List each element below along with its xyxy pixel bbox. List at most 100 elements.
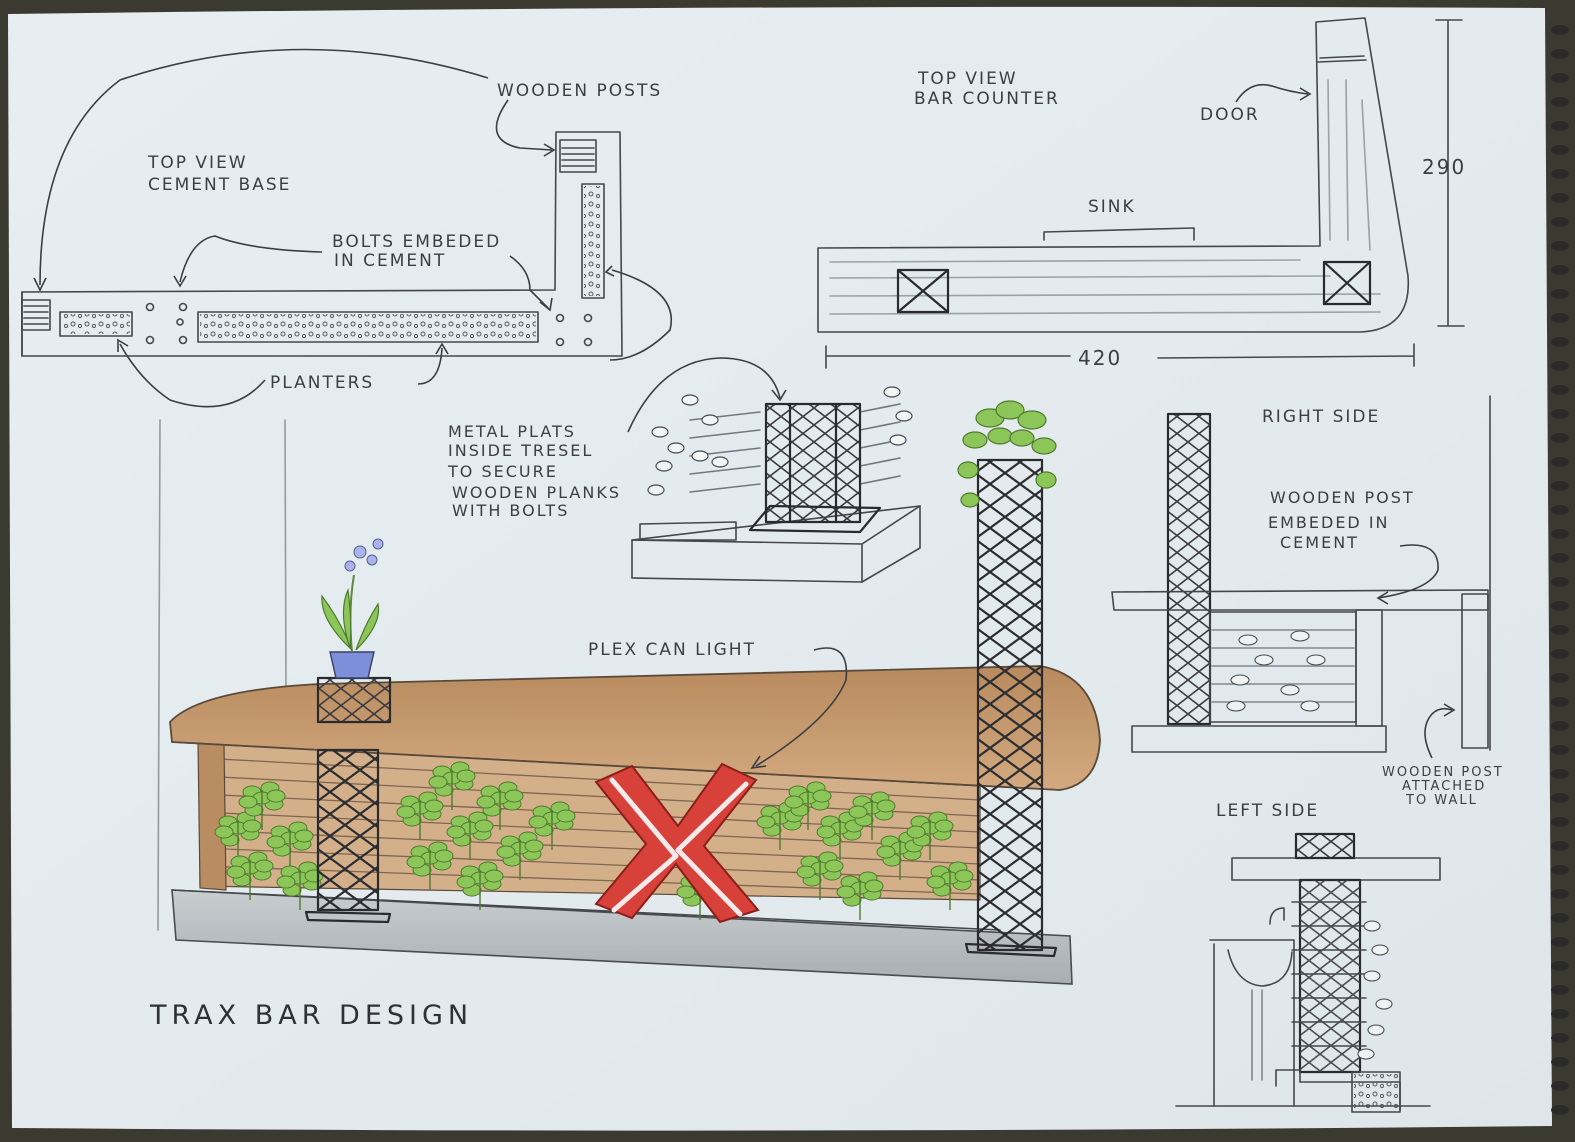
plant-leaf xyxy=(836,885,856,899)
plant-leaf xyxy=(226,865,246,879)
plant-leaf xyxy=(556,809,576,823)
bolts-label-1: BOLTS EMBEDED xyxy=(332,232,501,252)
spiral-ring xyxy=(1551,505,1569,515)
spiral-ring xyxy=(1551,913,1569,923)
plant-leaf xyxy=(238,795,258,809)
plant-leaf xyxy=(396,805,416,819)
left-side-heading: LEFT SIDE xyxy=(1216,801,1319,821)
spiral-ring xyxy=(1551,1057,1569,1067)
drawing-title: TRAX BAR DESIGN xyxy=(149,1000,473,1031)
right-side-view xyxy=(1111,395,1491,759)
spiral-ring xyxy=(1551,529,1569,539)
spiral-ring xyxy=(1551,1105,1569,1115)
trestle-label-1: METAL PLATS xyxy=(448,422,576,441)
plant-leaf xyxy=(848,805,868,819)
plant-leaf xyxy=(424,799,444,813)
spiral-ring xyxy=(1551,481,1569,491)
planter-vertical xyxy=(581,183,605,299)
spiral-ring xyxy=(1551,697,1569,707)
plant-leaf xyxy=(428,775,448,789)
spiral-ring xyxy=(1551,457,1569,467)
plant-leaf xyxy=(456,769,476,783)
spiral-ring xyxy=(1551,937,1569,947)
cement-base-heading-1: TOP VIEW xyxy=(147,153,248,173)
spiral-ring xyxy=(1551,265,1569,275)
plant-leaf xyxy=(294,829,314,843)
wall-post-label-3: TO WALL xyxy=(1405,793,1478,808)
plant-leaf xyxy=(824,859,844,873)
plant-leaf xyxy=(876,845,896,859)
plant-leaf xyxy=(756,815,776,829)
plant-leaf xyxy=(434,849,454,863)
wooden-posts-label: WOODEN POSTS xyxy=(497,81,662,101)
spiral-ring xyxy=(1551,625,1569,635)
spiral-ring xyxy=(1551,25,1569,35)
spiral-ring xyxy=(1551,361,1569,371)
plant-leaf xyxy=(456,875,476,889)
flower-pot xyxy=(329,651,375,679)
bar-perspective xyxy=(157,400,1101,985)
right-post-label-3: CEMENT xyxy=(1280,533,1359,552)
right-post-label-1: WOODEN POST xyxy=(1270,488,1415,507)
plant-leaf xyxy=(524,839,544,853)
truss-left xyxy=(318,750,378,910)
plant-leaf xyxy=(496,845,516,859)
bar-plants xyxy=(214,761,974,920)
plant-leaf xyxy=(528,815,548,829)
spiral-ring xyxy=(1551,1081,1569,1091)
spiral-ring xyxy=(1551,553,1569,563)
spiral-ring xyxy=(1551,97,1569,107)
spiral-ring xyxy=(1551,241,1569,251)
spiral-ring xyxy=(1551,1033,1569,1043)
spiral-ring xyxy=(1551,169,1569,179)
spiral-ring xyxy=(1551,289,1569,299)
spiral-ring xyxy=(1551,601,1569,611)
spiral-ring xyxy=(1551,193,1569,203)
spiral-binding xyxy=(1551,25,1569,1115)
spiral-ring xyxy=(1551,409,1569,419)
plant-leaf xyxy=(266,835,286,849)
spiral-ring xyxy=(1551,865,1569,875)
plant-leaf xyxy=(406,855,426,869)
spiral-ring xyxy=(1551,793,1569,803)
plant-leaf xyxy=(816,825,836,839)
dimension-height: 290 xyxy=(1422,155,1466,179)
spiral-ring xyxy=(1551,817,1569,827)
plant-leaf xyxy=(954,869,974,883)
wall-post-label-1: WOODEN POST xyxy=(1382,765,1504,780)
plant-leaf xyxy=(214,825,234,839)
wooden-post-square xyxy=(559,139,597,173)
trestle-detail xyxy=(627,357,921,583)
spiral-ring xyxy=(1551,961,1569,971)
spiral-ring xyxy=(1551,841,1569,851)
plant-leaf xyxy=(242,819,262,833)
spiral-ring xyxy=(1551,745,1569,755)
spiral-ring xyxy=(1551,145,1569,155)
spiral-ring xyxy=(1551,385,1569,395)
plant-leaf xyxy=(676,885,696,899)
wall-post-label-2: ATTACHED xyxy=(1402,779,1486,794)
top-planter-stand xyxy=(318,678,390,722)
plant-leaf xyxy=(476,795,496,809)
top-view-cement-base xyxy=(21,48,672,408)
top-view-bar-counter xyxy=(817,17,1465,369)
spiral-ring xyxy=(1551,433,1569,443)
sink-label: SINK xyxy=(1088,197,1136,217)
bar-counter-heading-1: TOP VIEW xyxy=(917,69,1018,89)
spiral-ring xyxy=(1551,73,1569,83)
bolts-label-2: IN CEMENT xyxy=(334,251,446,271)
right-side-heading: RIGHT SIDE xyxy=(1262,407,1380,427)
sink-outline xyxy=(1043,227,1195,241)
right-post-label-2: EMBEDED IN xyxy=(1268,513,1390,532)
planter-small xyxy=(59,311,133,337)
dimension-width: 420 xyxy=(1078,346,1122,370)
planter-long xyxy=(197,311,539,343)
spiral-ring xyxy=(1551,769,1569,779)
left-side-view xyxy=(1175,832,1441,1113)
cement-base-heading-2: CEMENT BASE xyxy=(148,175,291,195)
plant-leaf xyxy=(812,789,832,803)
trestle-label-3: TO SECURE xyxy=(447,462,558,481)
plant-leaf xyxy=(906,825,926,839)
